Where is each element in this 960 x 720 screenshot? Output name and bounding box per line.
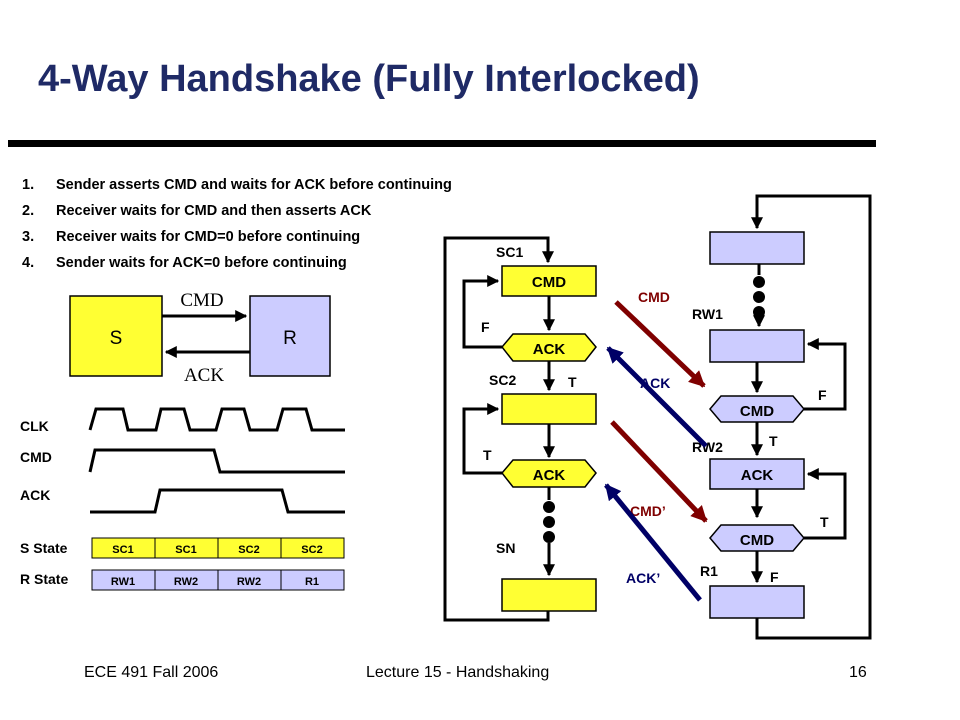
s-state-cell: SC2 [238,544,259,556]
r-state-cell: RW2 [237,576,261,588]
r-state-label: R State [20,571,68,587]
handshake-arrows: CMD ACK CMD’ ACK’ [604,289,708,602]
cmd-signal-label: CMD [180,290,223,311]
footer-page-number: 16 [849,664,867,681]
step-number: 2. [22,203,35,219]
sender-fsm: SC1 CMD ACK F SC2 T ACK T SN [443,236,597,622]
sender-cmd-text: CMD [532,274,566,291]
cmd-cross-label: CMD [638,289,670,305]
ellipsis-dot [543,531,555,543]
sender-ack2-text: ACK [533,467,566,484]
sender-ack-text: ACK [533,341,566,358]
clk-label: CLK [20,418,49,434]
step-text: Receiver waits for CMD and then asserts … [56,203,372,219]
ack-signal-label: ACK [184,365,224,386]
receiver-cmd-text: CMD [740,403,774,420]
sn-label: SN [496,540,515,556]
r-state-cell: RW2 [174,576,198,588]
cmd-prime-cross-arrow [610,420,708,523]
step-text: Receiver waits for CMD=0 before continui… [56,229,361,245]
step-item: 2. Receiver waits for CMD and then assert… [22,198,452,224]
receiver-block [249,295,331,377]
rw2-label: RW2 [692,439,723,455]
sender-loop-edge [443,236,554,622]
s-state-cell: SC1 [112,544,133,556]
receiver-f2-label: F [770,569,779,585]
ack-prime-cross-arrow [604,483,702,602]
receiver-fsm: RW1 CMD F T RW2 ACK CMD T R1 F [692,194,872,640]
receiver-cmd2-text: CMD [740,532,774,549]
r-state-row: RW1 RW2 RW2 R1 [91,569,345,591]
ack-prime-cross-label: ACK’ [626,570,660,586]
ellipsis-dot [543,516,555,528]
footer-lecture: Lecture 15 - Handshaking [366,664,550,681]
timing-diagram: CLK CMD ACK S State R State SC1 SC1 SC2 … [20,407,345,591]
receiver-t1-label: T [769,433,778,449]
sender-sn-state [501,578,597,612]
receiver-ack-state [709,458,805,490]
sender-block [69,295,163,377]
ack-cross-label: ACK [640,375,670,391]
r1-label: R1 [700,563,718,579]
r-state-cell: R1 [305,576,319,588]
ellipsis-dot [753,306,765,318]
sc1-label: SC1 [496,244,523,260]
cmd-prime-cross-label: CMD’ [630,503,666,519]
step-number: 4. [22,255,35,271]
step-item: 3. Receiver waits for CMD=0 before contin… [22,224,452,250]
rw1-label: RW1 [692,306,723,322]
sender-f-label: F [481,319,490,335]
sender-t2-label: T [483,447,492,463]
ellipsis-dot [753,276,765,288]
block-diagram: S R CMD ACK [69,290,331,386]
sender-ack-decision [501,333,597,362]
step-item: 4. Sender waits for ACK=0 before continui… [22,250,452,276]
step-number: 1. [22,177,35,193]
step-item: 1. Sender asserts CMD and waits for ACK b… [22,172,452,198]
sender-false-loop [462,275,502,349]
s-state-cell: SC1 [175,544,196,556]
step-text: Sender waits for ACK=0 before continuing [56,255,347,271]
receiver-label: R [283,328,297,349]
receiver-ack-text: ACK [741,467,774,484]
ellipsis-dot [543,501,555,513]
slide-title: 4-Way Handshake (Fully Interlocked) [38,58,700,100]
receiver-f1-label: F [818,387,827,403]
step-number: 3. [22,229,35,245]
sender-t-label: T [568,374,577,390]
sender-sc2-state [501,393,597,425]
receiver-rw0-state [709,231,805,265]
cmd-cross-arrow [614,300,706,388]
step-text: Sender asserts CMD and waits for ACK bef… [56,177,452,193]
receiver-false-loop [804,338,847,411]
receiver-t2-label: T [820,514,829,530]
s-state-cell: SC2 [301,544,322,556]
title-divider [8,140,876,147]
r-state-cell: RW1 [111,576,135,588]
handshake-steps: 1. Sender asserts CMD and waits for ACK b… [22,172,452,276]
receiver-true-loop [804,468,847,540]
clk-waveform [88,407,345,432]
sender-label: S [110,328,123,349]
sender-ack2-decision [501,459,597,488]
ack-label: ACK [20,487,50,503]
cmd-label: CMD [20,449,52,465]
sc2-label: SC2 [489,372,516,388]
receiver-rw1-state [709,329,805,363]
s-state-label: S State [20,540,68,556]
footer-course: ECE 491 Fall 2006 [84,664,219,681]
ack-cross-arrow [606,346,708,448]
cmd-waveform [88,448,345,474]
ack-waveform [90,488,345,514]
s-state-row: SC1 SC1 SC2 SC2 [91,537,345,559]
receiver-r1-state [709,585,805,619]
receiver-loop-edge [751,194,872,640]
sender-true-loop [462,403,502,475]
ellipsis-dot [753,291,765,303]
